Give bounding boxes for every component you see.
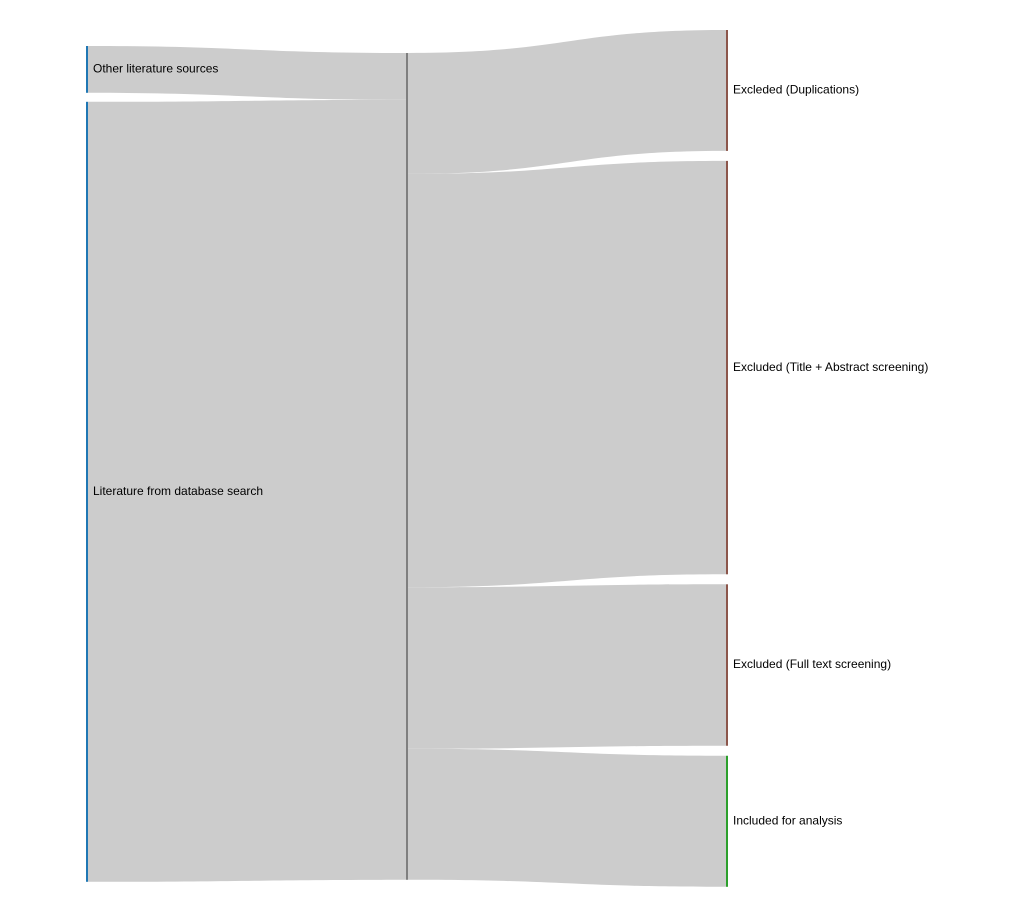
link-middle-to-full_text[interactable] [408, 584, 726, 749]
node-duplications[interactable] [726, 30, 728, 151]
node-included[interactable] [726, 755, 728, 887]
node-title-abstract[interactable] [726, 160, 728, 575]
node-database[interactable] [86, 101, 88, 882]
node-middle[interactable] [406, 53, 408, 880]
node-label-duplications: Excleded (Duplications) [733, 83, 859, 97]
link-other-to-middle[interactable] [88, 46, 406, 100]
node-label-database: Literature from database search [93, 484, 263, 498]
link-middle-to-included[interactable] [408, 748, 726, 887]
node-label-included: Included for analysis [733, 813, 842, 827]
node-label-full-text: Excluded (Full text screening) [733, 657, 891, 671]
node-other[interactable] [86, 46, 88, 93]
sankey-links [88, 30, 726, 887]
node-full-text[interactable] [726, 584, 728, 746]
link-middle-to-title_abstract[interactable] [408, 160, 726, 588]
link-database-to-middle[interactable] [88, 99, 406, 882]
sankey-nodes [86, 30, 728, 887]
link-middle-to-duplications[interactable] [408, 30, 726, 174]
node-label-other: Other literature sources [93, 62, 218, 76]
node-label-title-abstract: Excluded (Title + Abstract screening) [733, 360, 928, 374]
